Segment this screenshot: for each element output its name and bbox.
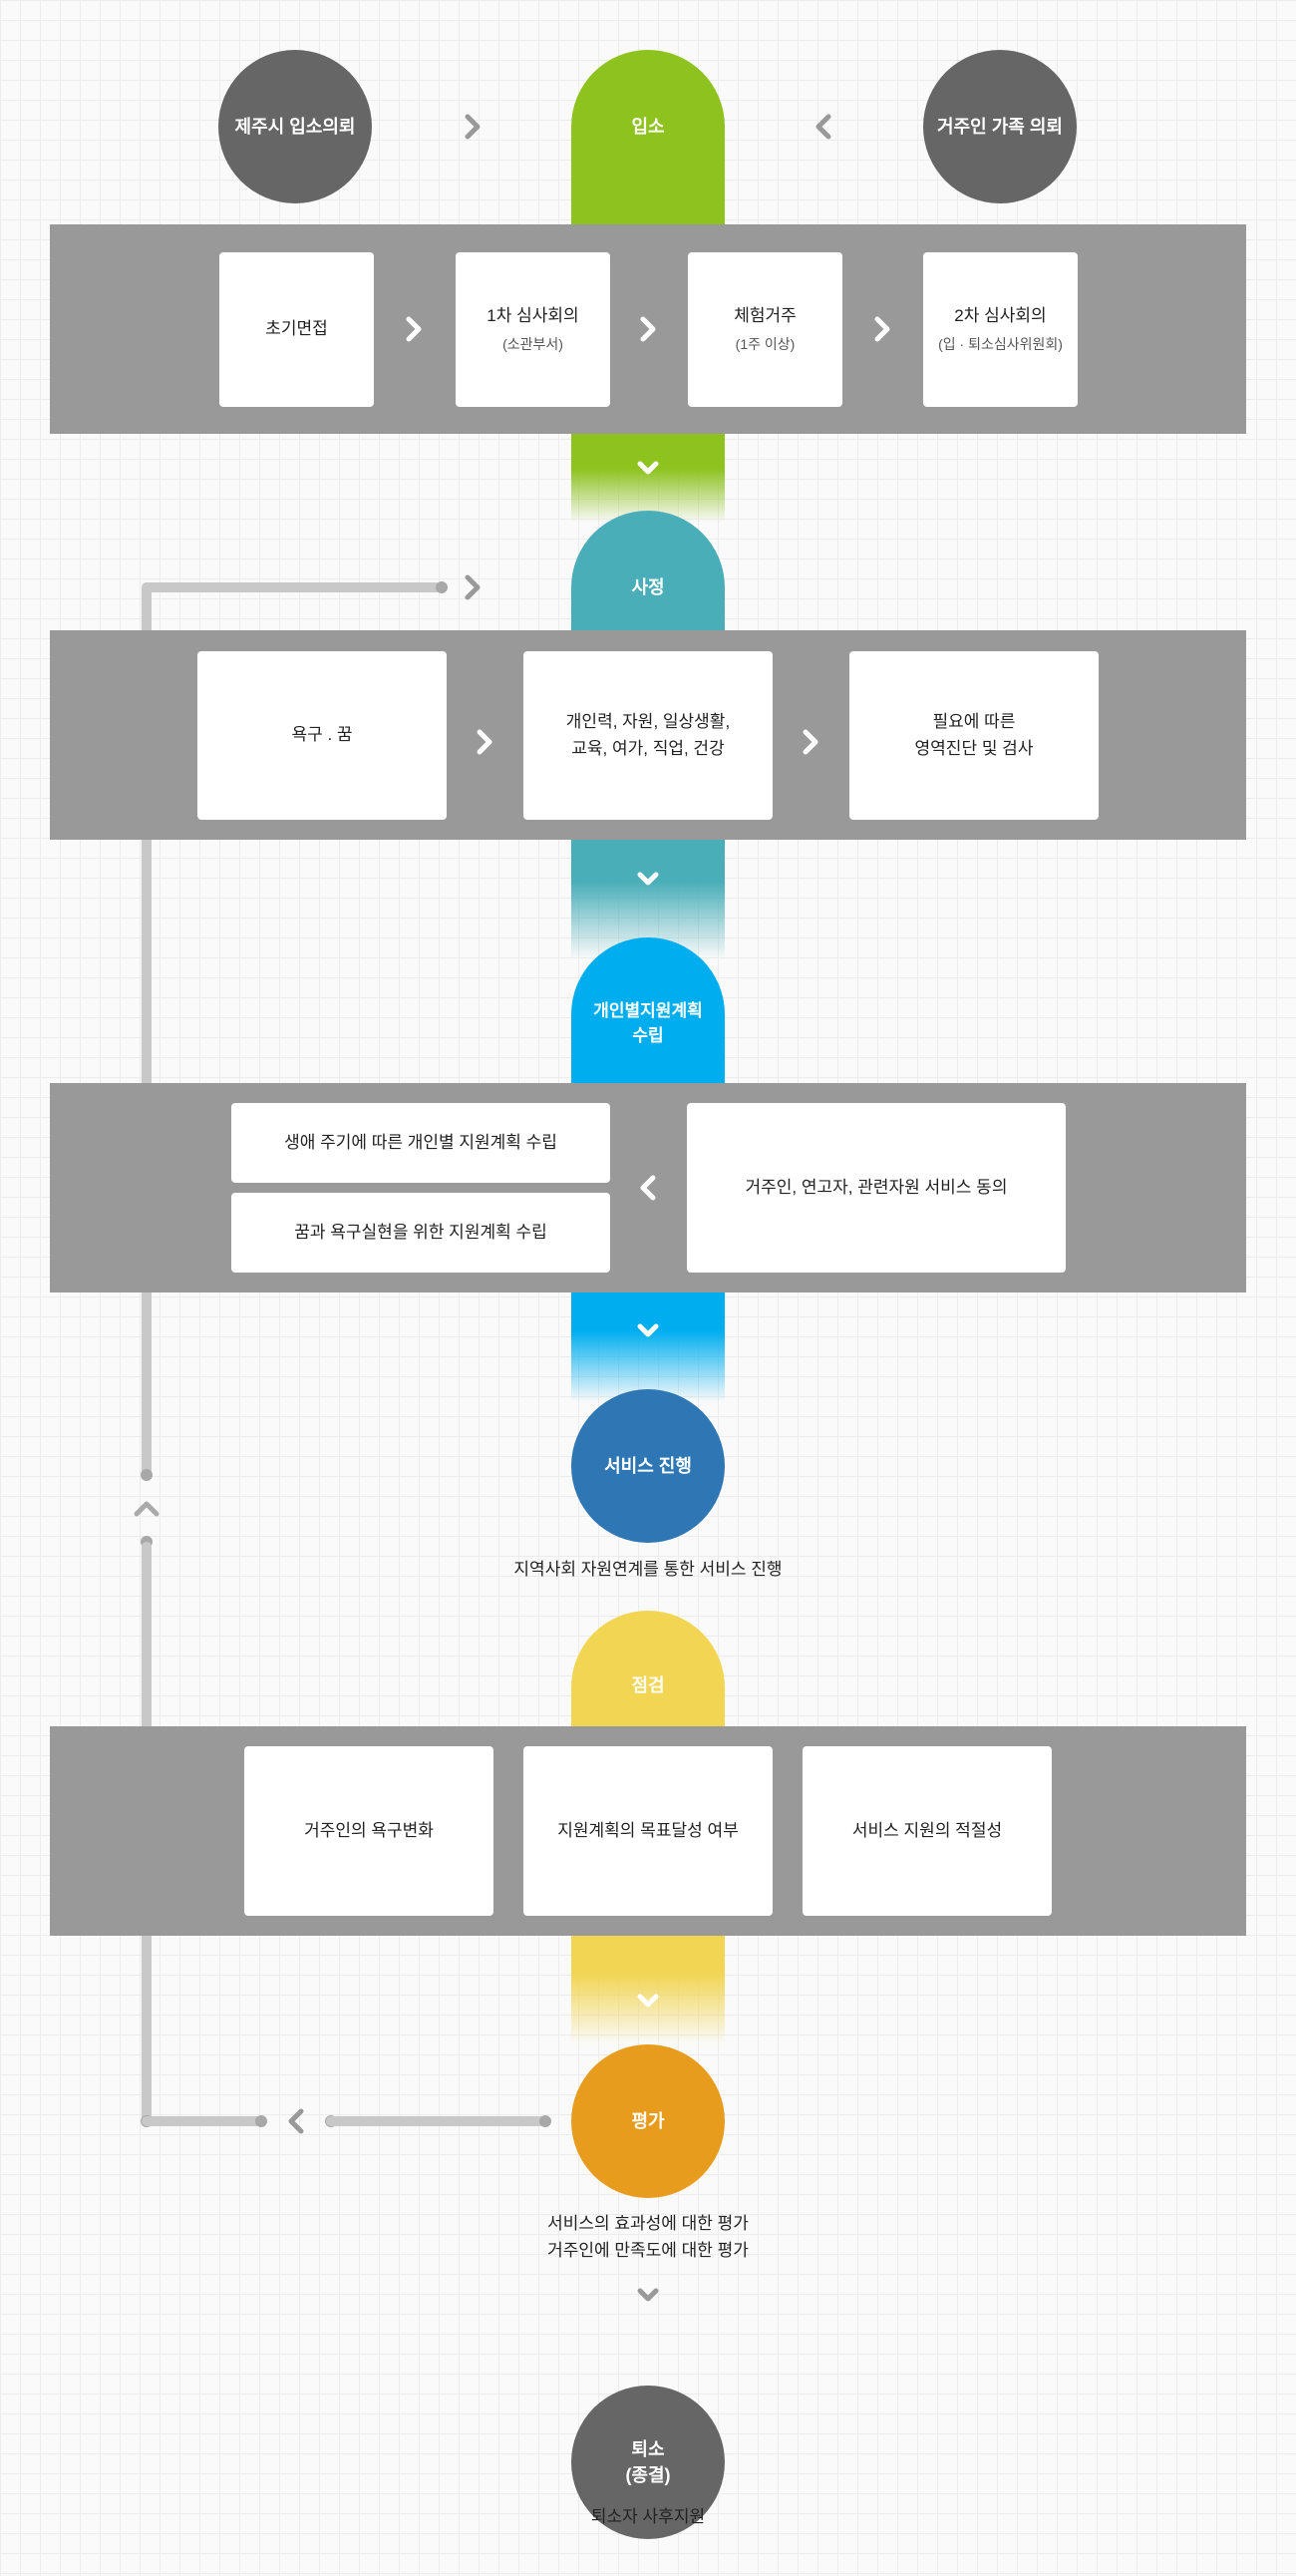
evaluation-caption: 서비스의 효과성에 대한 평가 거주인에 만족도에 대한 평가 [547,2214,749,2261]
spine-plan-fade [571,1292,725,1402]
step-label: 2차 심사회의 [954,306,1047,326]
referral-family-circle: 거주인 가족 의뢰 [923,50,1077,203]
check-item-card: 거주인의 욕구변화 [244,1746,493,1916]
plan-item-label: 꿈과 욕구실현을 위한 지원계획 수립 [294,1222,547,1242]
step-label: 체험거주 [734,306,797,326]
chevron-down-icon [634,457,662,481]
evaluation-stage-circle: 평가 [571,2044,725,2198]
step-label: 개인력, 자원, 일상생활, 교육, 여가, 직업, 건강 [565,712,731,758]
feedback-line-dot [141,1469,153,1481]
intake-step-card: 1차 심사회의 (소관부서) [456,252,610,407]
feedback-line-bottom-left [142,2116,266,2126]
chevron-right-icon [798,727,823,757]
intake-step-card: 체험거주 (1주 이상) [688,252,842,407]
check-item-label: 지원계획의 목표달성 여부 [557,1820,739,1840]
step-label: 초기면접 [265,319,328,339]
service-caption: 지역사회 자원연계를 통한 서비스 진행 [513,1560,783,1579]
chevron-right-icon [472,727,497,757]
feedback-line-end-dot [436,581,448,593]
step-label: 1차 심사회의 [486,306,579,326]
plan-item-label: 생애 주기에 따른 개인별 지원계획 수립 [284,1132,557,1152]
discharge-stage-circle: 퇴소 (종결) [571,2386,725,2539]
plan-agreement-card: 거주인, 연고자, 관련자원 서비스 동의 [687,1103,1066,1273]
step-sub: (소관부서) [502,335,563,352]
plan-item-card: 꿈과 욕구실현을 위한 지원계획 수립 [231,1193,610,1273]
check-item-card: 서비스 지원의 적절성 [803,1746,1052,1916]
chevron-right-icon [869,314,895,344]
referral-jeju-circle: 제주시 입소의뢰 [218,50,372,203]
step-sub: (1주 이상) [735,335,796,352]
step-sub: (입 · 퇴소심사위원회) [938,335,1063,352]
discharge-caption: 퇴소자 사후지원 [590,2507,706,2526]
assessment-step-card: 욕구 . 꿈 [197,651,447,820]
feedback-line-top [142,582,447,592]
feedback-line-vertical-upper [142,582,152,1476]
step-label: 욕구 . 꿈 [291,725,353,745]
intake-stage: 입소 [571,50,725,225]
chevron-up-icon [131,1496,162,1520]
chevron-down-icon [634,1990,662,2014]
chevron-down-icon [634,868,662,892]
assessment-step-card: 필요에 따른 영역진단 및 검사 [849,651,1099,820]
spine-check-fade [571,1935,725,2044]
feedback-line-dot [539,2115,551,2127]
assessment-step-card: 개인력, 자원, 일상생활, 교육, 여가, 직업, 건강 [523,651,773,820]
chevron-left-icon [810,112,836,142]
chevron-left-icon [282,2106,310,2136]
chevron-right-icon [460,572,486,602]
chevron-right-icon [401,314,427,344]
service-stage-circle: 서비스 진행 [571,1389,725,1543]
step-label: 필요에 따른 영역진단 및 검사 [914,712,1034,758]
chevron-right-icon [460,112,486,142]
assessment-stage: 사정 [571,511,725,634]
spine-intake-fade [571,433,725,523]
check-item-label: 거주인의 욕구변화 [304,1820,434,1840]
chevron-left-icon [635,1173,661,1203]
chevron-down-icon [634,2284,662,2308]
check-item-label: 서비스 지원의 적절성 [851,1820,1003,1840]
chevron-right-icon [635,314,661,344]
check-item-card: 지원계획의 목표달성 여부 [523,1746,773,1916]
feedback-line-bottom-right [326,2116,550,2126]
intake-step-card: 2차 심사회의 (입 · 퇴소심사위원회) [923,252,1078,407]
chevron-down-icon [634,1319,662,1343]
intake-step-card: 초기면접 [219,252,374,407]
plan-stage: 개인별지원계획 수립 [571,937,725,1087]
plan-agreement-label: 거주인, 연고자, 관련자원 서비스 동의 [745,1177,1008,1197]
feedback-line-dot [255,2115,267,2127]
plan-item-card: 생애 주기에 따른 개인별 지원계획 수립 [231,1103,610,1183]
check-stage: 점검 [571,1611,725,1730]
